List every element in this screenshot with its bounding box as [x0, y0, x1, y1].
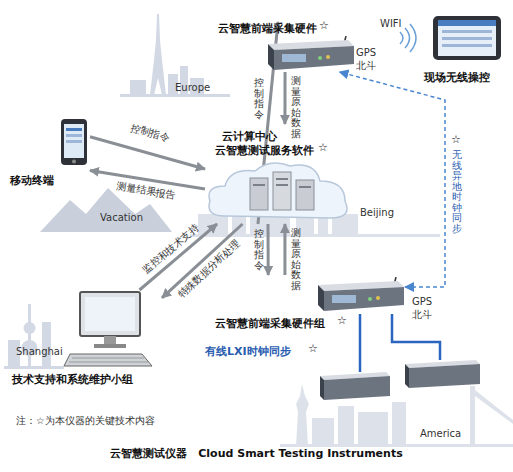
america-skyline: [280, 384, 513, 447]
node-group: 云计算中心云智慧测试服务软件 ☆: [205, 124, 355, 224]
device-icon: [310, 277, 405, 313]
node-text: 技术支持和系统维护小组: [12, 373, 133, 386]
node-group: 云智慧前端采集硬件☆: [215, 22, 365, 72]
node-illustration: [260, 36, 355, 76]
device-icon: [260, 36, 355, 72]
node-text: 云智慧前端采集硬件组: [215, 317, 325, 330]
text-label: Shanghai: [16, 346, 63, 358]
node-text: ☆: [319, 19, 329, 32]
data-arrow: [90, 137, 205, 169]
text-label: WIFI: [380, 18, 402, 30]
phone-icon: [60, 118, 88, 166]
data-arrow: [283, 72, 286, 124]
node-illustration: [205, 154, 355, 228]
data-arrow: [267, 224, 270, 275]
text-label: America: [420, 428, 461, 440]
collector-device: [405, 360, 480, 388]
text-label: Vacation: [100, 212, 143, 224]
node-text: 现场无线操控: [424, 71, 490, 84]
node-illustration: [60, 118, 88, 170]
europe-skyline: [120, 14, 230, 97]
text-label: GPS: [412, 296, 432, 308]
edge-label: 控制指令: [254, 229, 264, 271]
node-group: 技术支持和系统维护小组: [12, 290, 162, 388]
text-label: Europe: [175, 82, 210, 94]
node-illustration: [62, 290, 157, 374]
edge-label: 无线异地时钟同步: [452, 150, 462, 234]
tablet-icon: [432, 15, 502, 61]
node-group: 现场无线操控: [420, 15, 508, 87]
text-label: 有线LXI时钟同步: [205, 345, 291, 358]
node-illustration: [432, 15, 502, 65]
figure-caption: 云智慧测试仪器 Cloud Smart Testing Instruments: [0, 447, 513, 460]
dashed-sync-connector: [340, 72, 446, 287]
node-group: 移动终端: [8, 118, 90, 193]
node-text: 云智慧测试服务软件: [215, 144, 314, 157]
shanghai-skyline: [4, 304, 64, 369]
text-label: 注：☆为本仪器的关键技术内容: [16, 415, 155, 426]
node-text: ☆: [337, 314, 347, 327]
text-label: GPS: [356, 47, 376, 59]
cloud-servers-icon: [205, 154, 355, 224]
node-text: 移动终端: [10, 174, 54, 187]
edge-label: 控制指令: [129, 122, 171, 144]
wifi-waves: [400, 24, 416, 52]
text-label: ☆: [451, 133, 461, 146]
edge-label: 特殊数据分析处理: [176, 237, 243, 300]
node-text: 云智慧前端采集硬件: [218, 22, 317, 35]
node-text: 云计算中心: [222, 130, 277, 143]
text-label: Beijing: [360, 207, 394, 219]
edge-label: 测量原始数据: [291, 76, 301, 139]
text-label: 北斗: [412, 309, 432, 321]
node-text: ☆: [318, 141, 328, 154]
computer-icon: [62, 290, 157, 370]
text-label: ☆: [308, 342, 318, 355]
text-label: 北斗: [356, 60, 376, 72]
node-illustration: [310, 277, 405, 317]
edge-label: 测量原始数据: [291, 228, 301, 291]
edge-label: 控制指令: [254, 78, 264, 120]
data-arrow: [283, 224, 286, 275]
node-group: 云智慧前端采集硬件组 ☆: [215, 275, 405, 335]
data-arrow: [162, 224, 243, 298]
collector-device: [320, 372, 390, 400]
